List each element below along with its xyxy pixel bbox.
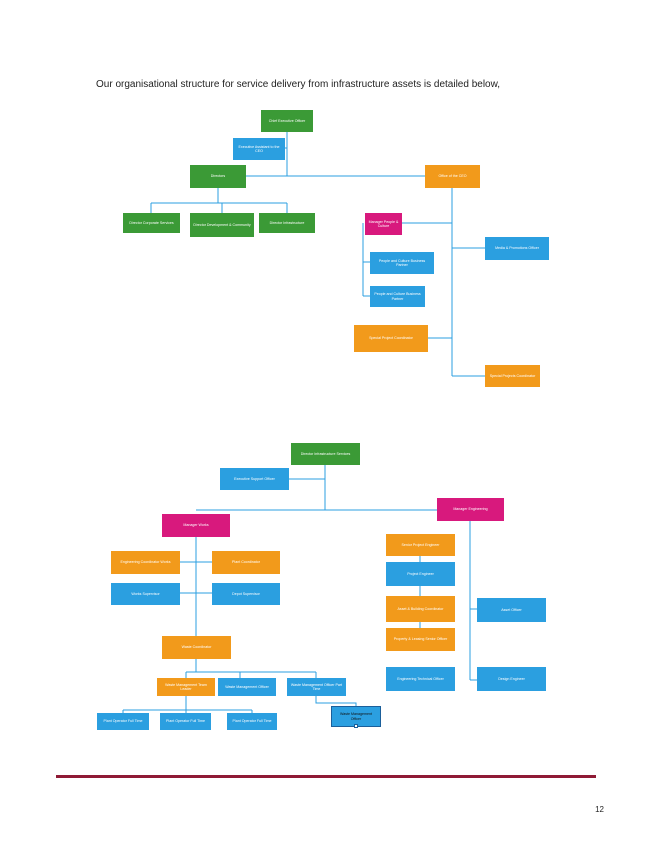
people-culture-partner-box-1: People and Culture Business Partner xyxy=(370,252,434,274)
footer-rule xyxy=(56,775,596,778)
director-corporate-services-box: Director Corporate Services xyxy=(123,213,180,233)
executive-assistant-ceo-box: Executive Assistant to the CEO xyxy=(233,138,285,160)
people-culture-partner-box-2: People and Culture Business Partner xyxy=(370,286,425,307)
waste-officer-part-time-box: Waste Management Officer Part Time xyxy=(287,678,346,696)
depot-supervisor-box: Depot Supervisor xyxy=(212,583,280,605)
manager-engineering-box: Manager Engineering xyxy=(437,498,504,521)
property-leasing-officer-box: Property & Leasing Senior Officer xyxy=(386,628,455,651)
executive-support-officer-box: Executive Support Officer xyxy=(220,468,289,490)
design-engineer-box: Design Engineer xyxy=(477,667,546,691)
engineering-coordinator-works-box: Engineering Coordinator Works xyxy=(111,551,180,574)
plant-operator-box-1: Plant Operator Full Time xyxy=(97,713,149,730)
works-supervisor-box: Works Supervisor xyxy=(111,583,180,605)
special-project-coordinator-box: Special Project Coordinator xyxy=(354,325,428,352)
senior-project-engineer-box: Senior Project Engineer xyxy=(386,534,455,556)
chief-executive-officer-box: Chief Executive Officer xyxy=(261,110,313,132)
plant-operator-box-3: Plant Operator Full Time xyxy=(227,713,277,730)
directors-box: Directors xyxy=(190,165,246,188)
waste-officer-selected-box[interactable]: Waste Management Officer xyxy=(331,706,381,727)
manager-works-box: Manager Works xyxy=(162,514,230,537)
intro-text: Our organisational structure for service… xyxy=(96,79,501,90)
director-infrastructure-box: Director Infrastructure xyxy=(259,213,315,233)
media-promotions-officer-box: Media & Promotions Officer xyxy=(485,237,549,260)
director-development-community-box: Director Development & Community xyxy=(190,213,254,237)
office-of-ceo-box: Office of the CEO xyxy=(425,165,480,188)
project-engineer-box: Project Engineer xyxy=(386,562,455,586)
waste-team-leader-box: Waste Management Team Leader xyxy=(157,678,215,696)
waste-management-officer-box: Waste Management Officer xyxy=(218,678,276,696)
plant-operator-box-2: Plant Operator Full Time xyxy=(160,713,211,730)
plant-coordinator-box: Plant Coordinator xyxy=(212,551,280,574)
director-infrastructure-services-box: Director Infrastructure Services xyxy=(291,443,360,465)
page-number: 12 xyxy=(595,805,604,814)
special-projects-coordinator-box: Special Projects Coordinator xyxy=(485,365,540,387)
waste-coordinator-box: Waste Coordinator xyxy=(162,636,231,659)
asset-building-coordinator-box: Asset & Building Coordinator xyxy=(386,596,455,622)
asset-officer-box: Asset Officer xyxy=(477,598,546,622)
manager-people-culture-box: Manager People & Culture xyxy=(365,213,402,235)
engineering-technical-officer-box: Engineering Technical Officer xyxy=(386,667,455,691)
selection-handle[interactable] xyxy=(354,724,358,728)
